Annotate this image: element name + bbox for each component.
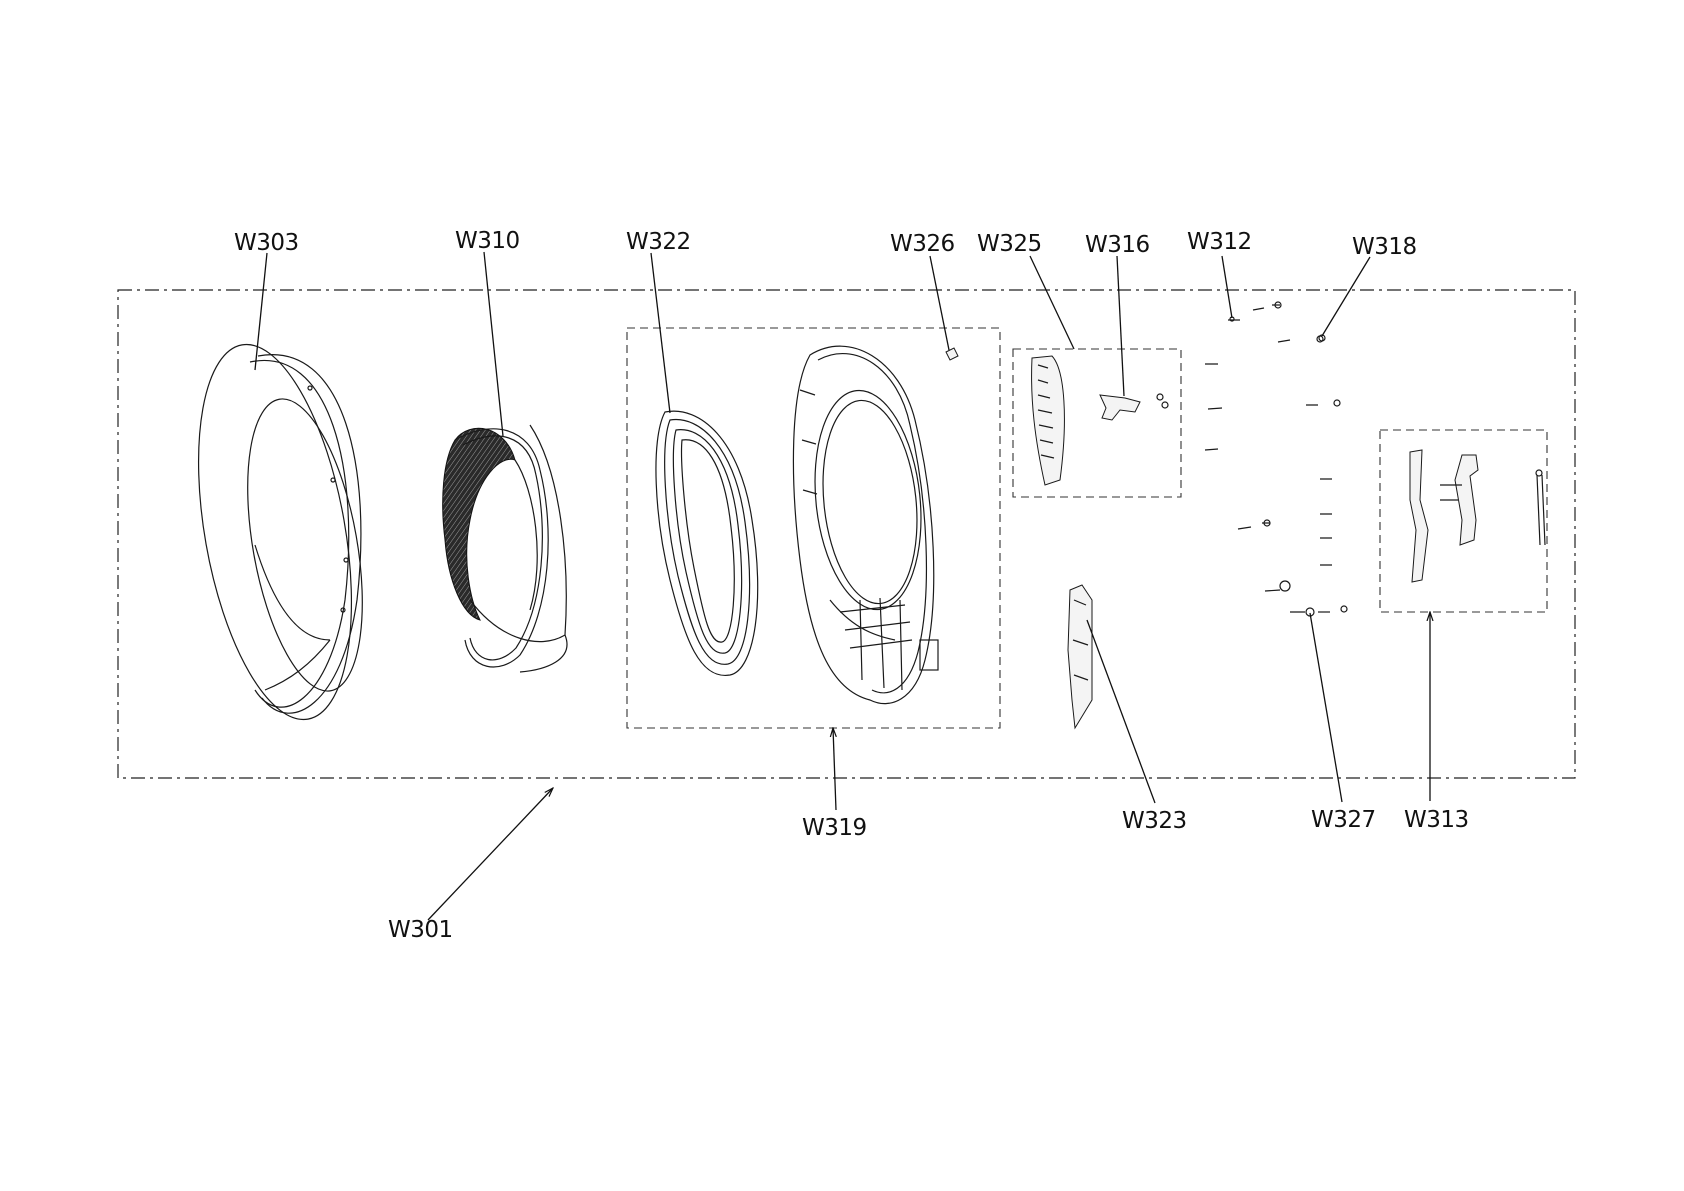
part-w322-gasket <box>655 410 759 676</box>
subassembly-box-w325 <box>1012 348 1182 498</box>
label-w318: W318 <box>1352 234 1417 260</box>
label-w323: W323 <box>1122 808 1187 834</box>
leader-lines <box>254 251 1430 921</box>
subassembly-box-w319 <box>626 327 1001 729</box>
fastener-group-w312 <box>1204 301 1348 613</box>
label-w316: W316 <box>1085 232 1150 258</box>
label-w310: W310 <box>455 228 520 254</box>
label-w326: W326 <box>890 231 955 257</box>
part-w319-door-frame <box>792 345 939 705</box>
label-w301: W301 <box>388 917 453 943</box>
label-w325: W325 <box>977 231 1042 257</box>
part-w327-bolt <box>1305 607 1330 617</box>
part-w326-clip <box>945 347 959 361</box>
label-w319: W319 <box>802 815 867 841</box>
part-w303-door-ring <box>197 343 363 721</box>
part-w310-inner-glass <box>442 424 568 673</box>
part-w313-hinge-kit <box>1409 449 1546 583</box>
subassembly-box-w313 <box>1379 429 1548 613</box>
label-w327: W327 <box>1311 807 1376 833</box>
part-w325-hinge-cover <box>1031 355 1065 486</box>
part-w316-hinge-bracket <box>1099 393 1169 421</box>
label-w312: W312 <box>1187 229 1252 255</box>
label-w313: W313 <box>1404 807 1469 833</box>
assembly-boundary-w301 <box>117 289 1576 779</box>
part-w323-hinge <box>1067 584 1093 730</box>
label-w322: W322 <box>626 229 691 255</box>
label-w303: W303 <box>234 230 299 256</box>
